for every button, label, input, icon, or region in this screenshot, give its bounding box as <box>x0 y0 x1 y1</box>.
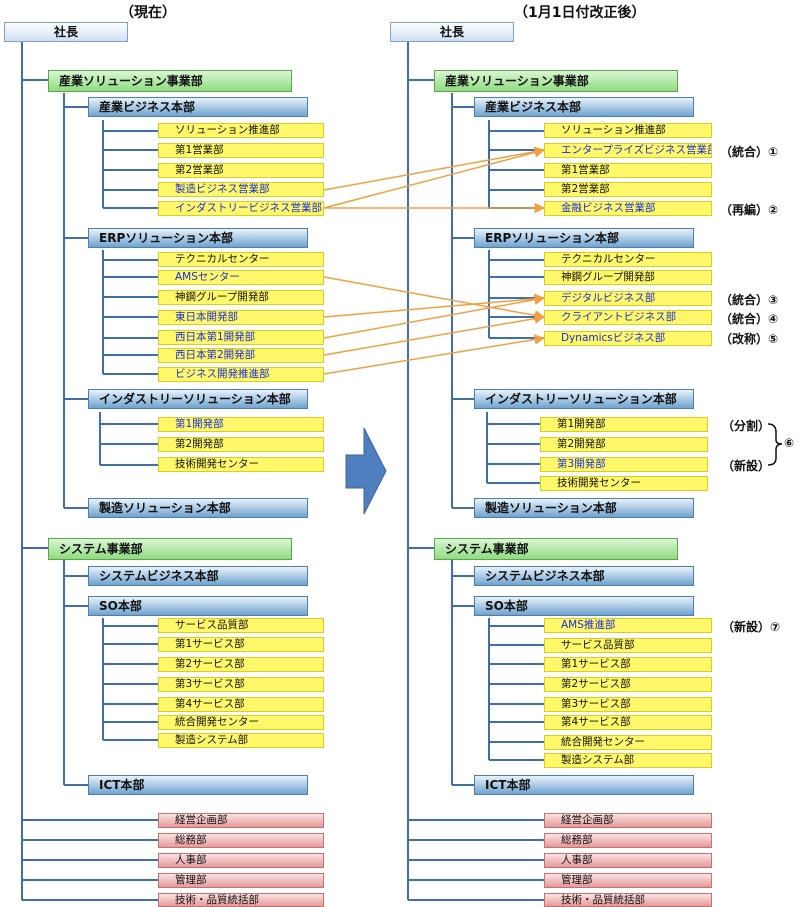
arrow-5 <box>323 334 546 375</box>
dept-current-ibh-4: 製造ビジネス営業部 <box>158 182 324 197</box>
dept-after-ish-4: 技術開発センター <box>540 476 708 491</box>
division-system-current: システム事業部 <box>48 538 292 560</box>
arrow-3b <box>323 294 546 339</box>
dept-after-ish-1: 第1開発部 <box>540 417 708 432</box>
annotation-7: （新設）⑦ <box>722 620 781 634</box>
staff-after-4: 管理部 <box>544 873 712 888</box>
hq-mfg-solution-current: 製造ソリューション本部 <box>88 498 308 518</box>
dept-after-ibh-2: エンタープライズビジネス営業部 <box>544 143 712 158</box>
staff-after-3: 人事部 <box>544 853 712 868</box>
staff-after-1: 経営企画部 <box>544 813 712 828</box>
dept-after-erp-3: デジタルビジネス部 <box>544 291 712 306</box>
dept-current-so-1: サービス品質部 <box>158 618 324 633</box>
annotation-6: ⑥ <box>784 436 795 450</box>
dept-after-erp-2: 神鋼グループ開発部 <box>544 270 712 285</box>
division-industrial-after: 産業ソリューション事業部 <box>434 70 678 92</box>
dept-current-erp-7: ビジネス開発推進部 <box>158 367 324 382</box>
arrow-1b <box>323 147 546 209</box>
dept-after-so-5: 第3サービス部 <box>544 697 712 712</box>
dept-after-so-6: 第4サービス部 <box>544 715 712 730</box>
dept-after-so-3: 第1サービス部 <box>544 657 712 672</box>
staff-current-3: 人事部 <box>158 853 324 868</box>
hq-industry-solution-current: インダストリーソリューション本部 <box>88 389 308 409</box>
dept-current-erp-6: 西日本第2開発部 <box>158 348 324 363</box>
annotation-3: （統合）③ <box>720 293 779 307</box>
staff-current-4: 管理部 <box>158 873 324 888</box>
dept-after-so-8: 製造システム部 <box>544 753 712 768</box>
dept-after-ish-3: 第3開発部 <box>540 457 708 472</box>
dept-current-erp-1: テクニカルセンター <box>158 252 324 267</box>
hq-so-after: SO本部 <box>474 596 694 616</box>
dept-after-so-4: 第2サービス部 <box>544 677 712 692</box>
header-after: （1月1日付改正後） <box>514 5 646 21</box>
division-industrial-current: 産業ソリューション事業部 <box>48 70 292 92</box>
dept-after-so-7: 統合開発センター <box>544 735 712 750</box>
annotation-4: （統合）④ <box>720 312 779 326</box>
president-box-current: 社長 <box>4 22 128 42</box>
staff-current-5: 技術・品質統括部 <box>158 893 324 907</box>
dept-current-ish-2: 第2開発部 <box>158 437 324 452</box>
dept-after-erp-4: クライアントビジネス部 <box>544 310 712 325</box>
president-box-after: 社長 <box>390 22 514 42</box>
annotation-2: （再編）② <box>720 203 779 217</box>
annotation-5: （改称）⑤ <box>720 332 779 346</box>
dept-current-ibh-5: インダストリービジネス営業部 <box>158 201 324 216</box>
dept-current-so-3: 第2サービス部 <box>158 657 324 672</box>
staff-after-5: 技術・品質統括部 <box>544 893 712 907</box>
dept-current-so-2: 第1サービス部 <box>158 637 324 652</box>
annotation-split: （分割） <box>722 419 771 433</box>
dept-after-ibh-4: 第2営業部 <box>544 182 712 197</box>
dept-current-ibh-1: ソリューション推進部 <box>158 123 324 138</box>
hq-system-business-after: システムビジネス本部 <box>474 566 694 586</box>
hq-industrial-business-current: 産業ビジネス本部 <box>88 97 308 117</box>
hq-system-business-current: システムビジネス本部 <box>88 566 308 586</box>
dept-current-erp-2: AMSセンター <box>158 270 324 285</box>
hq-ict-current: ICT本部 <box>88 775 308 795</box>
dept-current-erp-4: 東日本開発部 <box>158 310 324 325</box>
hq-ict-after: ICT本部 <box>474 775 694 795</box>
dept-current-ibh-3: 第2営業部 <box>158 163 324 178</box>
dept-after-erp-1: テクニカルセンター <box>544 252 712 267</box>
dept-after-ibh-5: 金融ビジネス営業部 <box>544 201 712 216</box>
dept-current-so-5: 第4サービス部 <box>158 697 324 712</box>
arrow-1a <box>323 146 546 191</box>
arrow-4b <box>323 313 546 356</box>
dept-after-ibh-3: 第1営業部 <box>544 163 712 178</box>
division-system-after: システム事業部 <box>434 538 678 560</box>
staff-after-2: 総務部 <box>544 833 712 848</box>
staff-current-2: 総務部 <box>158 833 324 848</box>
hq-so-current: SO本部 <box>88 596 308 616</box>
dept-after-so-1: AMS推進部 <box>544 618 712 633</box>
hq-industrial-business-after: 産業ビジネス本部 <box>474 97 694 117</box>
dept-current-so-6: 統合開発センター <box>158 715 324 730</box>
annotation-1: （統合）① <box>720 145 779 159</box>
dept-current-ish-3: 技術開発センター <box>158 457 324 472</box>
brace-6 <box>767 423 783 466</box>
dept-current-ish-1: 第1開発部 <box>158 417 324 432</box>
annotation-new-6: （新設） <box>722 459 771 473</box>
dept-after-ibh-1: ソリューション推進部 <box>544 123 712 138</box>
hq-mfg-solution-after: 製造ソリューション本部 <box>474 498 694 518</box>
dept-current-so-4: 第3サービス部 <box>158 677 324 692</box>
dept-current-erp-5: 西日本第1開発部 <box>158 330 324 345</box>
hq-erp-current: ERPソリューション本部 <box>88 228 308 248</box>
dept-current-ibh-2: 第1営業部 <box>158 143 324 158</box>
dept-current-erp-3: 神鋼グループ開発部 <box>158 290 324 305</box>
dept-after-ish-2: 第2開発部 <box>540 437 708 452</box>
dept-after-erp-5: Dynamicsビジネス部 <box>544 331 712 346</box>
arrow-4a <box>323 276 546 321</box>
transition-arrow-icon <box>345 427 387 515</box>
dept-after-so-2: サービス品質部 <box>544 638 712 653</box>
arrow-3a <box>323 293 546 318</box>
hq-erp-after: ERPソリューション本部 <box>474 228 694 248</box>
header-current: （現在） <box>120 5 176 21</box>
staff-current-1: 経営企画部 <box>158 813 324 828</box>
hq-industry-solution-after: インダストリーソリューション本部 <box>474 389 694 409</box>
dept-current-so-7: 製造システム部 <box>158 733 324 748</box>
